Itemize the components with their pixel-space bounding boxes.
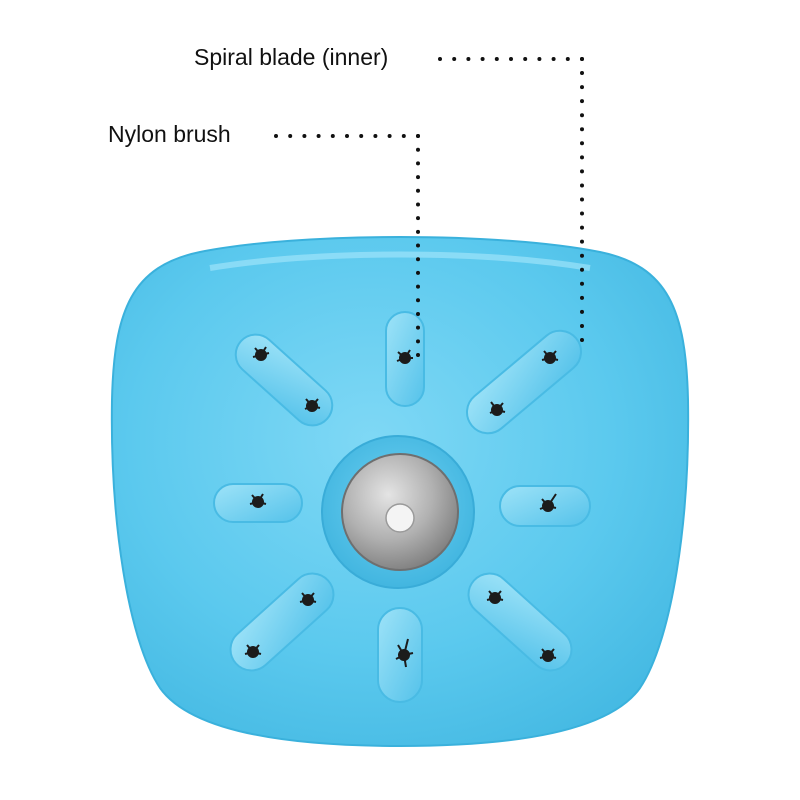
leader-dot [466,57,471,61]
bristle-tuft [304,398,321,412]
leader-dot [580,169,584,174]
leader-dot [416,161,420,166]
leader-dot [416,147,420,152]
leader-dot [580,155,584,160]
leader-dot [580,239,584,244]
leader-dot [452,57,457,61]
bristle-tuft [396,349,413,364]
leader-dot [416,353,420,357]
leader-dot [416,188,420,193]
leader-dot [580,85,584,90]
leader-dot [580,323,584,328]
bristle-tuft [299,592,317,606]
leader-dot [416,311,420,316]
leader-dot [416,175,420,180]
spiral-blade-label: Spiral blade (inner) [194,44,389,70]
leader-dot [537,57,542,61]
leader-dot [580,309,584,314]
leader-dot [330,134,335,138]
leader-dot [416,325,420,330]
leader-dot [580,141,584,146]
leader-dot [580,281,584,286]
leader-dot [580,225,584,230]
leader-dot [580,211,584,216]
leader-dot [416,339,420,344]
leader-dot [580,267,584,272]
leader-dot [416,298,420,303]
leader-dot [580,197,584,202]
leader-dot [523,57,528,61]
leader-dot [580,99,584,104]
leader-dot [416,243,420,248]
leader-dot [494,57,499,61]
leader-dot [416,202,420,207]
leader-dot [580,113,584,118]
bristle-tuft [395,638,414,668]
leader-dot [551,57,556,61]
leader-dot [580,57,584,61]
center-cap [385,503,415,533]
leader-dot [387,134,392,138]
bristle-tuft [252,346,270,361]
bristle-tuft [486,590,504,604]
bristle-tuft [249,493,267,508]
leader-dot [302,134,307,138]
leader-dot [316,134,321,138]
bristle-tuft [539,493,557,512]
bristle-tuft [244,644,262,658]
bristle-tuft [539,648,557,662]
bristle-tuft [541,350,559,364]
leader-dot [288,134,293,138]
leader-dot [373,134,378,138]
leader-dot [580,338,584,342]
leader-dot [580,253,584,258]
leader-dot [580,127,584,132]
leader-dot [580,71,584,76]
leader-dot [274,134,278,138]
leader-dot [416,270,420,275]
leader-dot [345,134,349,138]
leader-dot [509,57,513,61]
nylon-brush-leader [274,134,420,357]
bristle-tuft [489,401,506,416]
leader-dot [416,229,420,234]
leader-lines [274,57,584,357]
leader-dot [416,284,420,289]
leader-dot [480,57,485,61]
leader-dot [438,57,442,61]
leader-dot [401,134,406,138]
leader-dot [416,257,420,262]
leader-dot [580,295,584,300]
leader-dot [565,57,570,61]
spiral-blade-leader [438,57,584,342]
leader-dot [580,183,584,188]
nylon-brush-label: Nylon brush [108,121,231,147]
leader-dot [416,216,420,221]
leader-dot [359,134,364,138]
bristles [244,346,559,668]
leader-dot [416,134,420,138]
